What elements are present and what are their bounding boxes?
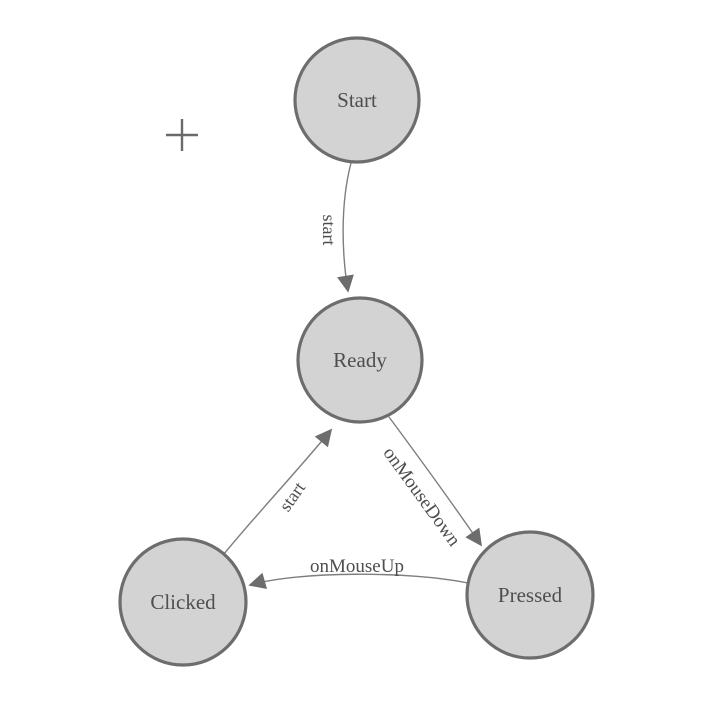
- edge-label-onmouseup: onMouseUp: [310, 556, 404, 577]
- node-ready-circle[interactable]: [296, 296, 424, 424]
- edge-start-to-ready-path[interactable]: [337, 162, 354, 293]
- edge-pressed-to-clicked-path[interactable]: [248, 572, 469, 590]
- node-ready-label: Ready: [333, 348, 387, 372]
- node-start-label: Start: [337, 88, 377, 112]
- edge-clicked-to-ready: start: [223, 428, 333, 555]
- edge-pressed-to-clicked: onMouseUp: [248, 556, 469, 590]
- edge-label-start-2: start: [275, 478, 309, 515]
- edge-label-onmousedown: onMouseDown: [379, 443, 465, 551]
- node-ready[interactable]: Ready: [296, 296, 424, 424]
- edge-clicked-to-ready-path[interactable]: [223, 428, 333, 555]
- node-pressed[interactable]: Pressed: [465, 530, 595, 660]
- edge-ready-to-pressed: onMouseDown: [379, 416, 482, 551]
- node-clicked[interactable]: Clicked: [118, 537, 248, 667]
- node-start-circle[interactable]: [293, 36, 421, 164]
- crosshair-icon: [166, 119, 198, 151]
- node-pressed-circle[interactable]: [465, 530, 595, 660]
- node-clicked-label: Clicked: [150, 590, 216, 614]
- node-start[interactable]: Start: [293, 36, 421, 164]
- edge-ready-to-pressed-path[interactable]: [388, 416, 482, 547]
- node-clicked-circle[interactable]: [118, 537, 248, 667]
- edge-label-start-1: start: [319, 215, 339, 246]
- node-pressed-label: Pressed: [498, 583, 563, 607]
- edge-start-to-ready: start: [319, 162, 354, 293]
